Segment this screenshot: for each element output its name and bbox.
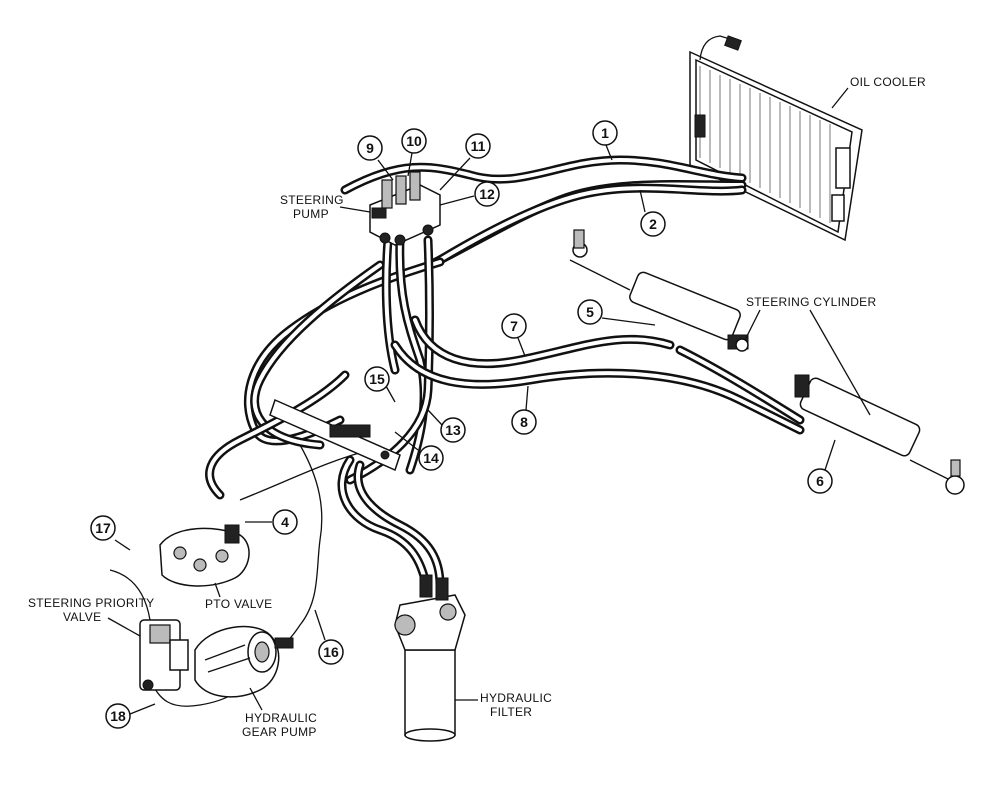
callout-12: 12 <box>479 186 495 202</box>
callout-17: 17 <box>95 520 111 536</box>
callout-5: 5 <box>586 304 594 320</box>
gear-pump-label-1: HYDRAULIC <box>245 711 317 725</box>
callout-9: 9 <box>366 140 374 156</box>
steering-priority-valve <box>139 619 189 691</box>
callout-11: 11 <box>471 138 486 154</box>
steering-pump <box>369 171 441 246</box>
filter-label-1: HYDRAULIC <box>480 691 552 705</box>
callout-14: 14 <box>423 450 439 466</box>
callout-18: 18 <box>110 708 126 724</box>
pto-valve-label: PTO VALVE <box>205 597 272 611</box>
callout-7: 7 <box>510 318 518 334</box>
hydraulic-filter <box>394 574 466 742</box>
oil-cooler <box>689 35 863 242</box>
hydraulic-gear-pump <box>194 625 294 698</box>
steering-cylinder-lower <box>794 374 965 495</box>
mounting-bracket <box>269 398 401 472</box>
filter-label-2: FILTER <box>490 705 532 719</box>
priority-valve-label-1: STEERING PRIORITY <box>28 596 154 610</box>
steering-cylinder-upper <box>569 229 749 352</box>
callout-13: 13 <box>445 422 461 438</box>
callout-8: 8 <box>520 414 528 430</box>
steering-pump-label-1: STEERING <box>280 193 344 207</box>
pto-valve <box>159 524 250 587</box>
hoses <box>109 155 805 707</box>
gear-pump-label-2: GEAR PUMP <box>242 725 317 739</box>
callout-6: 6 <box>816 473 824 489</box>
callout-2: 2 <box>649 216 657 232</box>
priority-valve-label-2: VALVE <box>63 610 101 624</box>
callout-16: 16 <box>323 644 339 660</box>
callout-1-circle <box>592 120 618 146</box>
callout-1: 1 <box>601 125 609 141</box>
steering-pump-label-2: PUMP <box>293 207 329 221</box>
steering-cylinder-label: STEERING CYLINDER <box>746 295 876 309</box>
callout-15: 15 <box>369 371 385 387</box>
callouts: 1 2 4 5 6 7 8 9 10 11 <box>90 120 836 729</box>
callout-4: 4 <box>281 514 289 530</box>
oil-cooler-label: OIL COOLER <box>850 75 926 89</box>
callout-10: 10 <box>406 133 422 149</box>
